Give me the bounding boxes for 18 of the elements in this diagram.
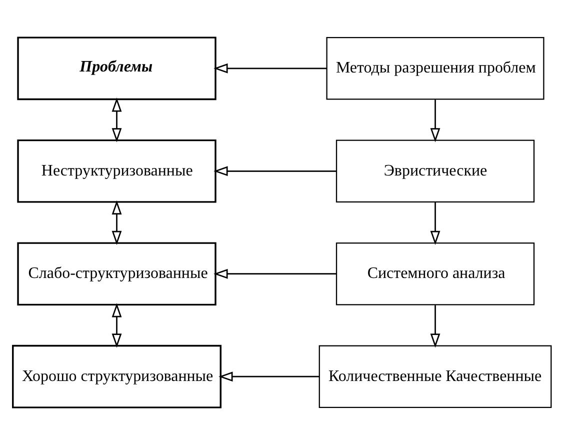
node-box: Неструктуризованные: [17, 138, 216, 202]
node-box: Проблемы: [17, 36, 216, 100]
node-box: Эвристические: [336, 139, 535, 202]
arrow: [430, 202, 440, 245]
arrow: [430, 99, 440, 142]
arrow: [112, 200, 122, 245]
node-box: Хорошо структуризованные: [12, 344, 222, 408]
arrow: [218, 371, 320, 382]
node-box: Количественные Качественные: [318, 344, 552, 408]
arrow: [214, 268, 336, 278]
arrow: [214, 166, 336, 176]
arrow: [430, 304, 440, 348]
node-box: Слабо-структуризованные: [17, 242, 216, 306]
arrow: [112, 302, 122, 348]
arrow: [214, 62, 327, 73]
arrow: [112, 97, 122, 142]
node-box: Системного анализа: [336, 242, 535, 305]
node-box: Методы разрешения проблем: [326, 36, 544, 100]
